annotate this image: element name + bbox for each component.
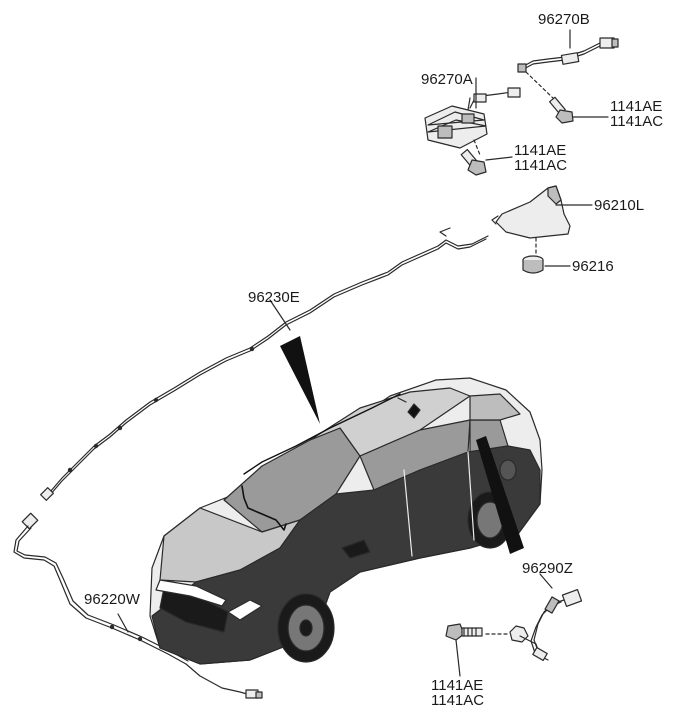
label-96270b: 96270B bbox=[538, 11, 590, 28]
bolt-upper-right bbox=[548, 96, 609, 124]
label-96290z: 96290Z bbox=[522, 560, 573, 577]
label-96230e: 96230E bbox=[248, 289, 300, 306]
label-96210l: 96210L bbox=[594, 197, 645, 214]
label-96216: 96216 bbox=[572, 258, 614, 275]
cable-96270b bbox=[517, 37, 619, 101]
label-1141ae-upper-right: 1141AE bbox=[610, 98, 663, 115]
label-1141ac-upper-right: 1141AC bbox=[610, 113, 664, 130]
label-96270a: 96270A bbox=[421, 71, 473, 88]
label-96220w: 96220W bbox=[84, 591, 140, 608]
label-1141ae-upper-left: 1141AE bbox=[514, 142, 567, 159]
cable-96230e bbox=[40, 227, 489, 501]
car-illustration bbox=[149, 377, 543, 665]
label-1141ae-lower: 1141AE bbox=[431, 677, 484, 694]
bolt-lower bbox=[445, 623, 483, 677]
pointer-wedge-right bbox=[476, 436, 524, 554]
label-1141ac-lower: 1141AC bbox=[431, 692, 485, 709]
pointer-wedge-left bbox=[280, 336, 320, 424]
cable-96220w bbox=[13, 512, 263, 699]
label-1141ac-upper-left: 1141AC bbox=[514, 157, 568, 174]
bolt-upper-left bbox=[460, 148, 513, 176]
nut-96216 bbox=[522, 255, 571, 274]
cable-96290z bbox=[485, 589, 583, 662]
module-96270a bbox=[424, 77, 521, 156]
antenna-96210l bbox=[491, 185, 593, 256]
